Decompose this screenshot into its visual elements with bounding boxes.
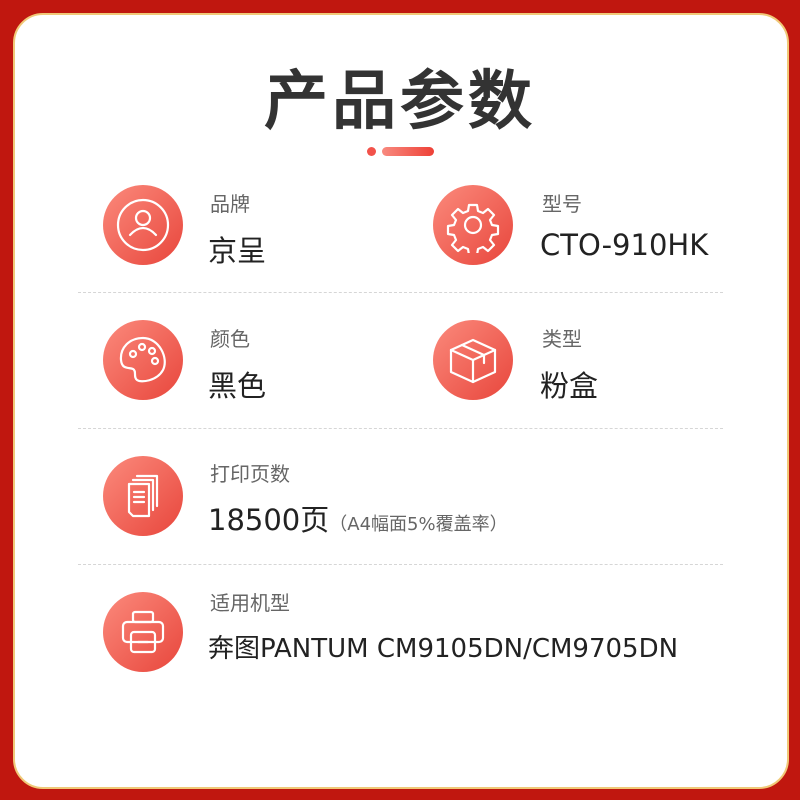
divider	[78, 292, 723, 293]
model-label: 型号	[542, 192, 582, 216]
page-title: 产品参数	[264, 65, 536, 139]
divider	[78, 428, 723, 429]
color-label: 颜色	[210, 327, 250, 351]
color-value: 黑色	[208, 369, 267, 403]
compatible-model-label: 适用机型	[210, 591, 290, 615]
title-decoration-bar	[382, 147, 434, 156]
type-label: 类型	[542, 327, 582, 351]
title-decoration-dot	[367, 147, 376, 156]
pages-label: 打印页数	[210, 462, 290, 486]
documents-icon	[103, 456, 183, 536]
brand-label: 品牌	[210, 192, 250, 216]
compatible-model-value: 奔图PANTUM CM9105DN/CM9705DN	[208, 634, 679, 664]
box-icon	[433, 320, 513, 400]
pages-note: （A4幅面5%覆盖率）	[329, 514, 508, 535]
palette-icon	[103, 320, 183, 400]
divider	[78, 564, 723, 565]
model-value: CTO-910HK	[540, 228, 709, 262]
gear-icon	[433, 185, 513, 265]
brand-value: 京呈	[208, 234, 267, 268]
pages-value-row: 18500页（A4幅面5%覆盖率）	[208, 497, 508, 539]
type-value: 粉盒	[540, 369, 599, 403]
user-icon	[103, 185, 183, 265]
printer-icon	[103, 592, 183, 672]
pages-value: 18500页	[208, 503, 330, 537]
